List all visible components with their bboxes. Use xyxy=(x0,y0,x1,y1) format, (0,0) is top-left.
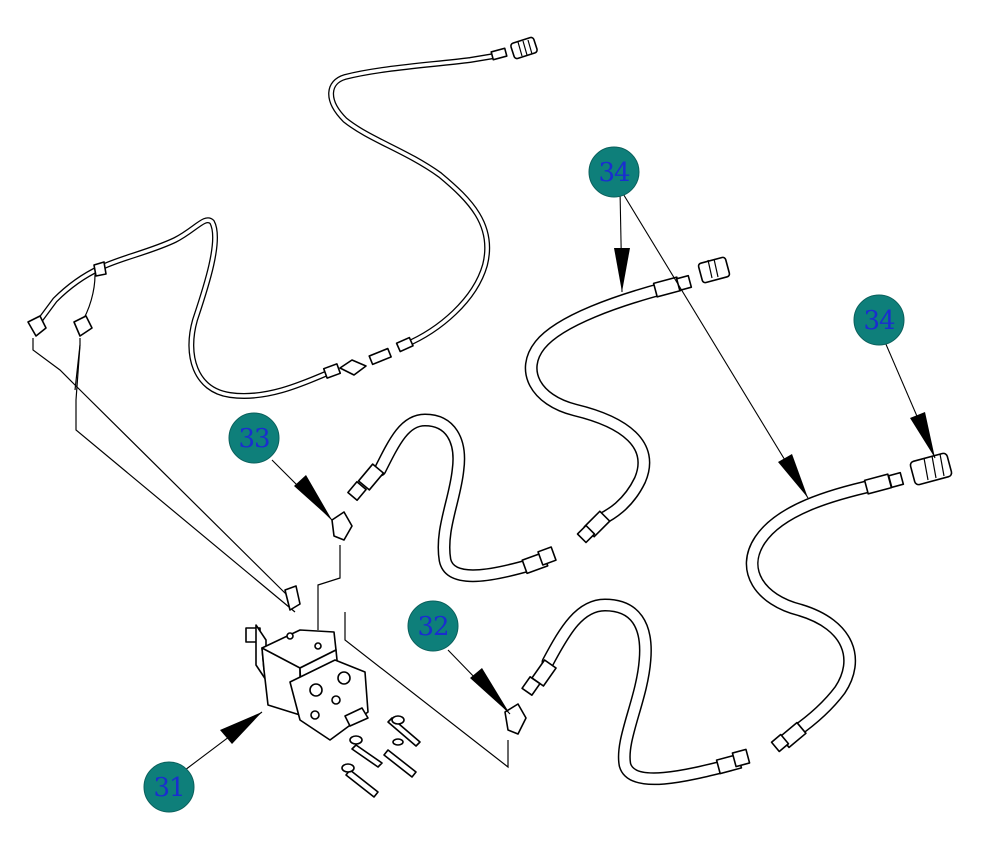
callout-34-right-label: 34 xyxy=(863,306,895,336)
hydraulic-motor xyxy=(245,624,369,741)
hose-33-assembly xyxy=(331,413,557,583)
callout-34-upper: 34 xyxy=(588,146,640,198)
callout-34-upper-label: 34 xyxy=(598,158,630,188)
callout-33: 33 xyxy=(228,412,280,464)
callout-34-right: 34 xyxy=(853,294,905,346)
hose-34-right-assembly xyxy=(745,452,953,753)
callout-leaders xyxy=(184,189,936,771)
hose-32-assembly xyxy=(504,598,751,786)
callout-32: 32 xyxy=(407,600,459,652)
hose-34-upper-assembly xyxy=(524,256,731,544)
callout-31-label: 31 xyxy=(153,773,184,803)
mounting-frame-lines xyxy=(32,338,509,769)
callout-33-label: 33 xyxy=(238,424,269,454)
sensor-cable xyxy=(27,36,538,399)
mounting-bolts xyxy=(341,715,421,798)
callout-31: 31 xyxy=(143,761,195,813)
callout-32-label: 32 xyxy=(417,612,448,642)
